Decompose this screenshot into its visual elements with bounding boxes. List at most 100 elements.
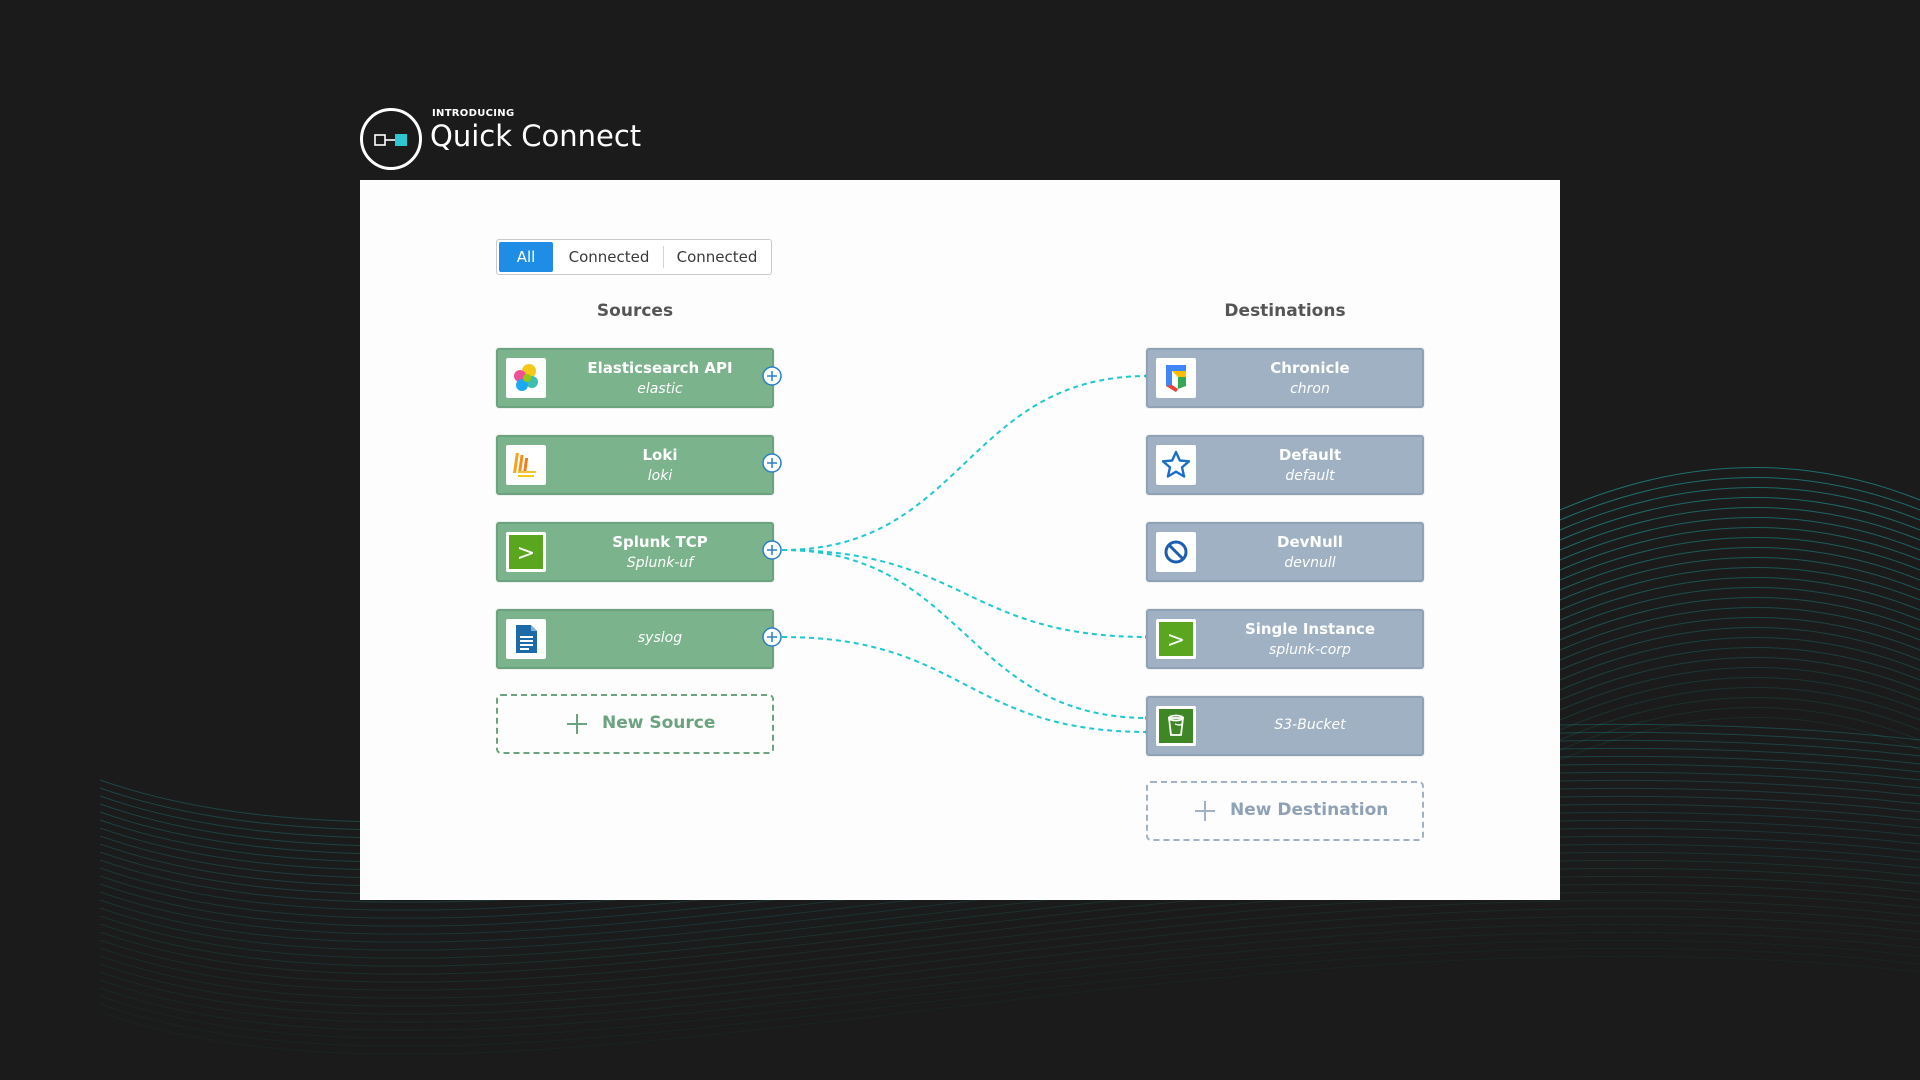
add-connection-icon[interactable] (762, 540, 782, 560)
background-wave-line (99, 947, 1920, 1047)
source-card-syslog[interactable]: syslog (496, 609, 774, 669)
source-name: Loki (642, 446, 678, 464)
add-connection-icon[interactable] (762, 453, 782, 473)
background-wave-line (1559, 597, 1920, 641)
background-wave-line (1559, 527, 1920, 571)
background-wave-line (99, 883, 1920, 983)
quick-connect-panel: All Connected Connected Sources Destinat… (360, 180, 1560, 900)
background-wave-line (1559, 607, 1920, 651)
new-destination-button[interactable]: New Destination (1146, 781, 1424, 841)
background-wave-line (1559, 637, 1920, 681)
new-source-button[interactable]: New Source (496, 694, 774, 754)
destination-id: chron (1290, 381, 1330, 397)
tab-divider (663, 246, 664, 268)
destination-name: Default (1278, 446, 1342, 464)
background-wave-line (99, 955, 1920, 1055)
background-wave-line (1559, 557, 1920, 601)
sources-title: Sources (596, 301, 674, 321)
connection-line (781, 375, 1149, 551)
new-destination-label: New Destination (1230, 800, 1389, 820)
background-wave-line (1559, 567, 1920, 611)
destination-card-default[interactable]: Default default (1146, 435, 1424, 495)
background-wave-line (1559, 507, 1920, 551)
background-wave-line (1559, 667, 1920, 711)
destination-card-single-instance[interactable]: > Single Instance splunk-corp (1146, 609, 1424, 669)
svg-text:>: > (517, 541, 535, 566)
plus-icon (567, 714, 587, 734)
splunk-icon: > (1156, 619, 1196, 659)
source-name: Elasticsearch API (587, 359, 733, 377)
background-wave-line (99, 875, 1920, 975)
background-wave-line (99, 939, 1920, 1039)
syslog-icon (506, 619, 546, 659)
background-wave-line (99, 867, 1920, 967)
star-icon (1156, 445, 1196, 485)
source-id: elastic (637, 381, 683, 397)
s3-bucket-icon (1156, 706, 1196, 746)
background-wave-line (1559, 467, 1920, 511)
source-card-loki[interactable]: Loki loki (496, 435, 774, 495)
destination-card-chronicle[interactable]: Chronicle chron (1146, 348, 1424, 408)
connection-line (781, 636, 1149, 733)
background-wave-line (1559, 497, 1920, 541)
connection-line (781, 549, 1149, 719)
background-wave-line (1559, 477, 1920, 521)
source-card-elasticsearch[interactable]: Elasticsearch API elastic (496, 348, 774, 408)
background-wave-line (1559, 577, 1920, 621)
background-wave-line (99, 915, 1920, 1015)
destination-card-s3-bucket[interactable]: S3-Bucket (1146, 696, 1424, 756)
source-id: Splunk-uf (626, 555, 694, 571)
background-wave-line (99, 899, 1920, 999)
connection-line (781, 549, 1149, 638)
background-wave-line (1559, 677, 1920, 721)
elasticsearch-icon (506, 358, 546, 398)
background-wave-line (99, 907, 1920, 1007)
background-wave-line (1559, 707, 1920, 751)
background-wave-line (99, 891, 1920, 991)
quick-connect-logo-icon (360, 108, 422, 170)
add-connection-icon[interactable] (762, 366, 782, 386)
source-id: syslog (637, 630, 683, 646)
destination-id: splunk-corp (1269, 642, 1351, 658)
background-wave-line (99, 923, 1920, 1023)
background-wave-line (1559, 657, 1920, 701)
background-wave-line (99, 931, 1920, 1031)
background-wave-line (1559, 717, 1920, 761)
splunk-icon: > (506, 532, 546, 572)
background-wave-line (99, 859, 1920, 959)
add-connection-icon[interactable] (762, 627, 782, 647)
background-wave-line (1559, 537, 1920, 581)
background-wave-line (1559, 547, 1920, 591)
destination-id: S3-Bucket (1274, 717, 1346, 733)
background-wave-line (1559, 517, 1920, 561)
tab-all[interactable]: All (499, 242, 553, 272)
background-wave-line (1559, 617, 1920, 661)
filter-tabs: All Connected Connected (496, 239, 772, 275)
svg-text:>: > (1167, 628, 1185, 653)
loki-icon (506, 445, 546, 485)
background-wave-line (99, 851, 1920, 951)
intro-label: INTRODUCING (432, 108, 515, 119)
destination-id: devnull (1284, 555, 1336, 571)
source-name: Splunk TCP (612, 533, 708, 551)
plus-icon (1195, 801, 1215, 821)
product-title: Quick Connect (430, 119, 642, 153)
background-wave-line (1559, 587, 1920, 631)
no-entry-icon (1156, 532, 1196, 572)
background-wave-line (1559, 687, 1920, 731)
destination-name: DevNull (1277, 533, 1343, 551)
chronicle-icon (1156, 358, 1196, 398)
tab-connected-2[interactable]: Connected (676, 248, 758, 266)
new-source-label: New Source (602, 713, 716, 733)
destination-id: default (1285, 468, 1335, 484)
tab-connected[interactable]: Connected (568, 248, 650, 266)
source-id: loki (647, 468, 673, 484)
background-wave-line (99, 843, 1920, 943)
background-wave-line (1559, 697, 1920, 741)
destinations-title: Destinations (1224, 301, 1346, 321)
background-wave-line (1559, 627, 1920, 671)
background-wave-line (1559, 647, 1920, 691)
destination-name: Single Instance (1244, 620, 1376, 638)
destination-card-devnull[interactable]: DevNull devnull (1146, 522, 1424, 582)
source-card-splunk-tcp[interactable]: > Splunk TCP Splunk-uf (496, 522, 774, 582)
